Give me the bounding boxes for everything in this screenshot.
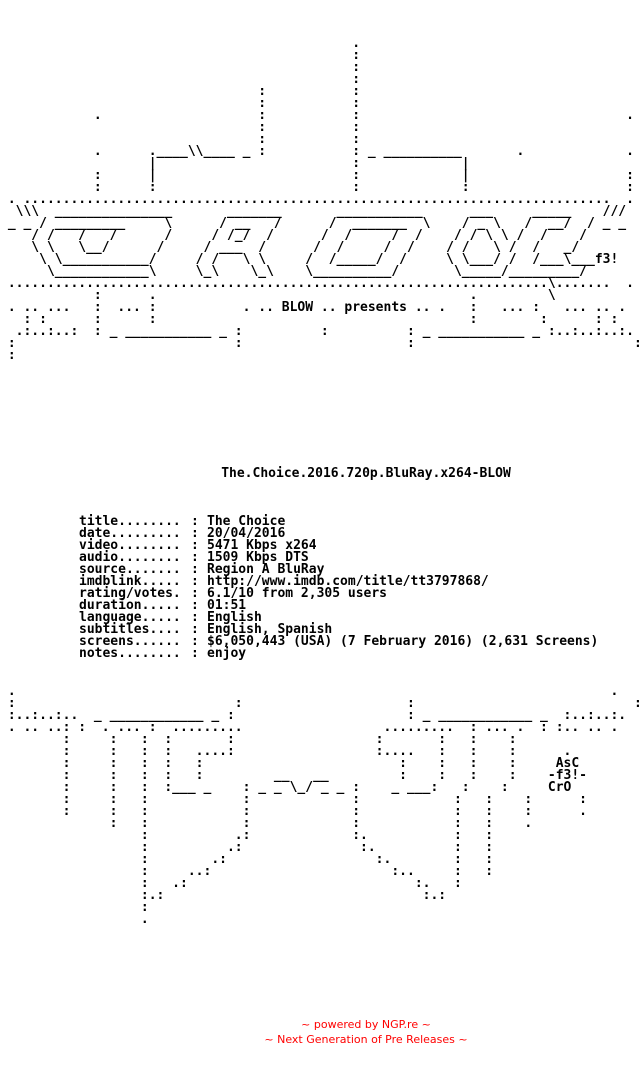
info-key: language.....	[79, 610, 181, 625]
header-ascii-logo: . : : : : :	[7, 36, 640, 363]
info-row: date.........:20/04/2016	[79, 526, 598, 541]
info-row: audio........:1509 Kbps DTS	[79, 550, 598, 565]
info-value: Region A BluRay	[207, 562, 325, 577]
info-separator: :	[191, 526, 199, 541]
info-key: date.........	[79, 526, 181, 541]
info-value: 6.1/10 from 2,305 users	[207, 586, 388, 601]
info-separator: :	[191, 646, 199, 661]
info-key: duration.....	[79, 598, 181, 613]
info-value: 5471 Kbps x264	[207, 538, 317, 553]
info-value: English, Spanish	[207, 622, 333, 637]
info-key: audio........	[79, 550, 181, 565]
info-value: http://www.imdb.com/title/tt3797868/	[207, 574, 489, 589]
info-value: 01:51	[207, 598, 247, 613]
info-value: 1509 Kbps DTS	[207, 550, 309, 565]
info-value: $6,050,443 (USA) (7 February 2016) (2,63…	[207, 634, 599, 649]
footer-ascii-art: . . : : : : :..:..:.. _ ____________ _ :	[7, 684, 640, 927]
info-value: 20/04/2016	[207, 526, 286, 541]
info-row: rating/votes.:6.1/10 from 2,305 users	[79, 586, 598, 601]
info-separator: :	[191, 586, 199, 601]
info-separator: :	[191, 550, 199, 565]
info-separator: :	[191, 598, 199, 613]
info-key: rating/votes.	[79, 586, 181, 601]
info-row: title........: The Choice	[79, 514, 598, 529]
info-separator: :	[191, 622, 199, 637]
info-row: imdblink.....: http://www.imdb.com/title/…	[79, 574, 598, 589]
info-separator: :	[191, 610, 199, 625]
powered-by-line: ~ powered by NGP.re ~	[301, 1018, 431, 1031]
info-key: source.......	[79, 562, 181, 577]
info-key: screens......	[79, 634, 181, 649]
info-separator: :	[191, 514, 199, 529]
info-separator: :	[191, 574, 199, 589]
tagline-line: ~ Next Generation of Pre Releases ~	[264, 1033, 468, 1046]
info-key: title........	[79, 514, 181, 529]
info-row: language.....: English	[79, 610, 598, 625]
info-key: video........	[79, 538, 181, 553]
info-separator: :	[191, 538, 199, 553]
release-name: The.Choice.2016.720p.BluRay.x264-BLOW	[221, 466, 511, 481]
info-row: subtitles....: English, Spanish	[79, 622, 598, 637]
footer-credits: ~ powered by NGP.re ~ ~ Next Generation …	[0, 1017, 640, 1047]
info-separator: :	[191, 562, 199, 577]
info-separator: :	[191, 634, 199, 649]
info-key: subtitles....	[79, 622, 181, 637]
info-value: English	[207, 610, 262, 625]
info-value: enjoy	[207, 646, 247, 661]
info-row: screens......: $6,050,443 (USA) (7 Februa…	[79, 634, 599, 649]
info-row: notes........: enjoy	[79, 646, 598, 661]
info-row: duration.....:01:51	[79, 598, 598, 613]
info-row: video........:5471 Kbps x264	[79, 538, 598, 553]
info-value: The Choice	[207, 514, 286, 529]
info-row: source.......: Region A BluRay	[79, 562, 598, 577]
info-key: imdblink.....	[79, 574, 181, 589]
info-key: notes........	[79, 646, 181, 661]
